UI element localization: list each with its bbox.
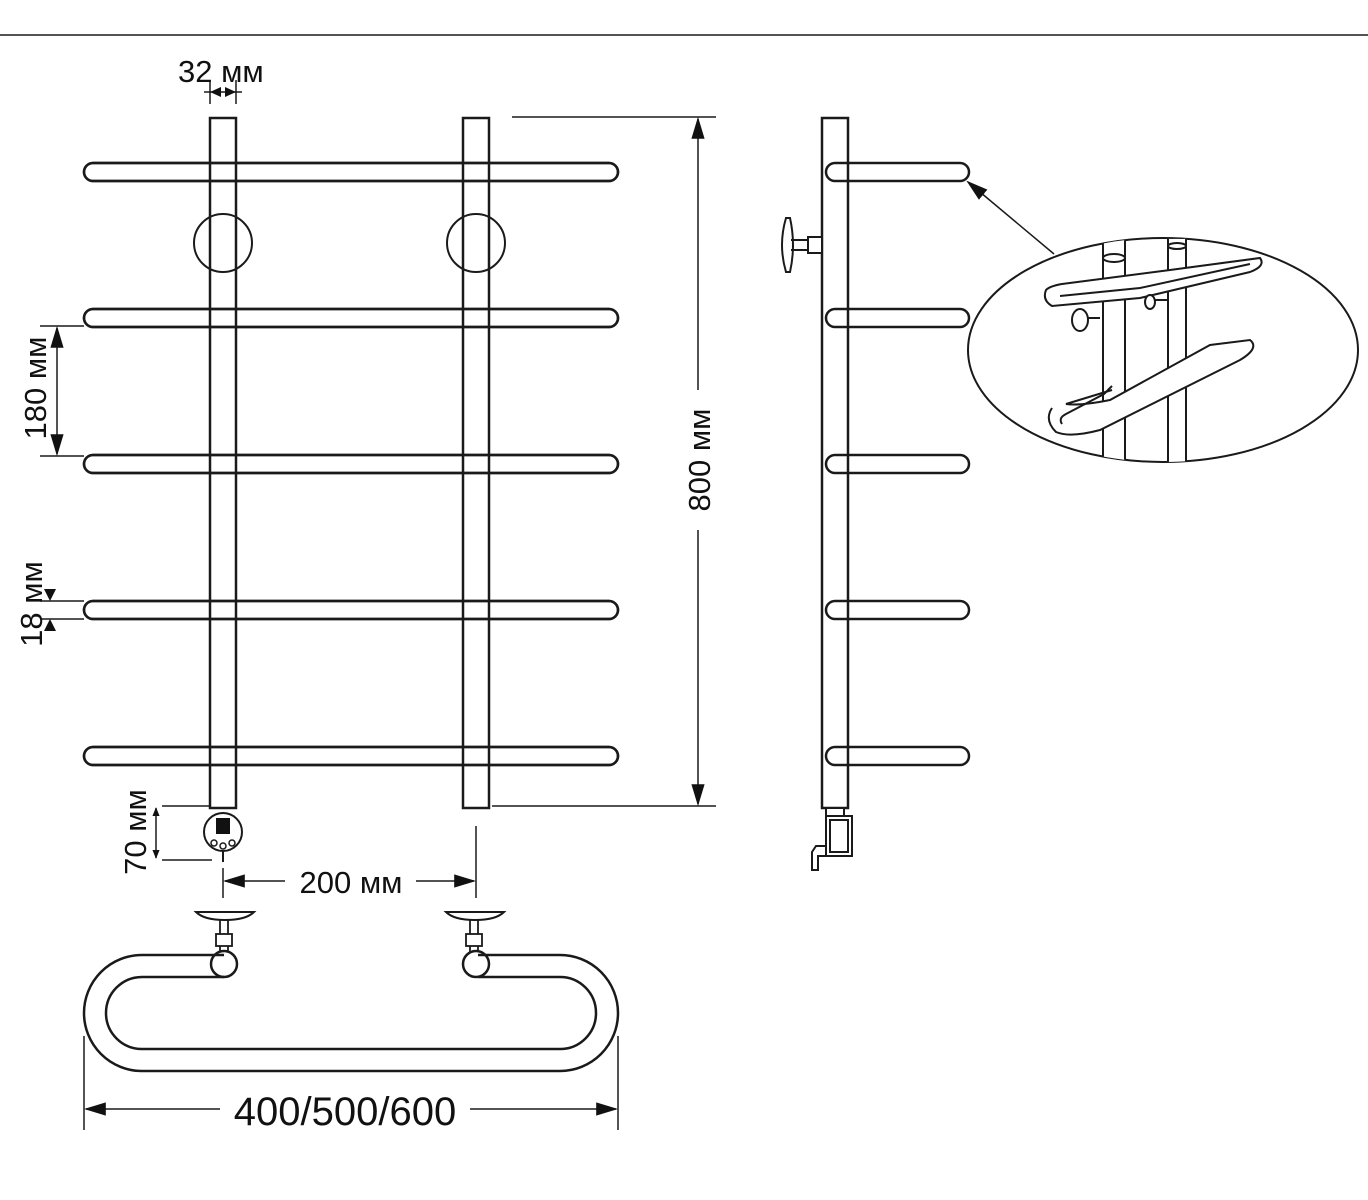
pipe-end-right — [461, 949, 491, 979]
side-bar-4 — [824, 599, 971, 621]
label-width-options: 400/500/600 — [234, 1090, 456, 1134]
dim-heater-height: 70 мм — [118, 789, 212, 875]
side-bars — [824, 161, 971, 767]
heater-element — [203, 812, 243, 862]
top-view — [82, 911, 620, 1073]
label-pipe-diameter: 32 мм — [178, 54, 264, 89]
bracket-left — [215, 920, 233, 952]
dim-width: 400/500/600 — [83, 1036, 619, 1134]
wall-plate-right — [443, 911, 507, 922]
dim-mount-distance: 200 мм — [222, 826, 477, 900]
left-pipe — [208, 116, 238, 810]
front-bar-3 — [82, 453, 620, 475]
wall-plate-left — [193, 911, 257, 922]
front-bar-2 — [82, 307, 620, 329]
front-bar-5 — [82, 745, 620, 767]
label-bar-thickness: 18 мм — [14, 561, 49, 647]
top-loop-inner — [104, 975, 598, 1051]
wall-flange-left — [193, 213, 253, 273]
front-bar-1 — [82, 161, 620, 183]
right-pipe — [461, 116, 491, 810]
detail-callout — [966, 180, 1359, 463]
dim-total-height: 800 мм — [492, 116, 717, 807]
front-view — [82, 116, 620, 862]
label-bar-spacing: 180 мм — [18, 337, 53, 440]
callout-pointer — [966, 180, 1055, 255]
side-bar-3 — [824, 453, 971, 475]
side-wall-mount — [781, 217, 823, 273]
side-heater — [811, 807, 853, 871]
label-heater-height: 70 мм — [118, 789, 153, 875]
bracket-right — [465, 920, 483, 952]
side-view — [781, 116, 971, 871]
label-mount-distance: 200 мм — [300, 865, 403, 900]
pipe-end-left — [209, 949, 239, 979]
label-total-height: 800 мм — [682, 409, 717, 512]
dim-pipe-diameter: 32 мм — [178, 54, 264, 104]
front-bar-4 — [82, 599, 620, 621]
front-bars — [82, 161, 620, 767]
dim-bar-thickness: 18 мм — [14, 561, 84, 647]
side-bar-1 — [824, 161, 971, 183]
side-bar-5 — [824, 745, 971, 767]
side-bar-2 — [824, 307, 971, 329]
wall-flange-right — [446, 213, 506, 273]
detail-oval — [967, 237, 1359, 463]
dim-bar-spacing: 180 мм — [18, 325, 84, 457]
top-loop-outer — [82, 953, 620, 1073]
